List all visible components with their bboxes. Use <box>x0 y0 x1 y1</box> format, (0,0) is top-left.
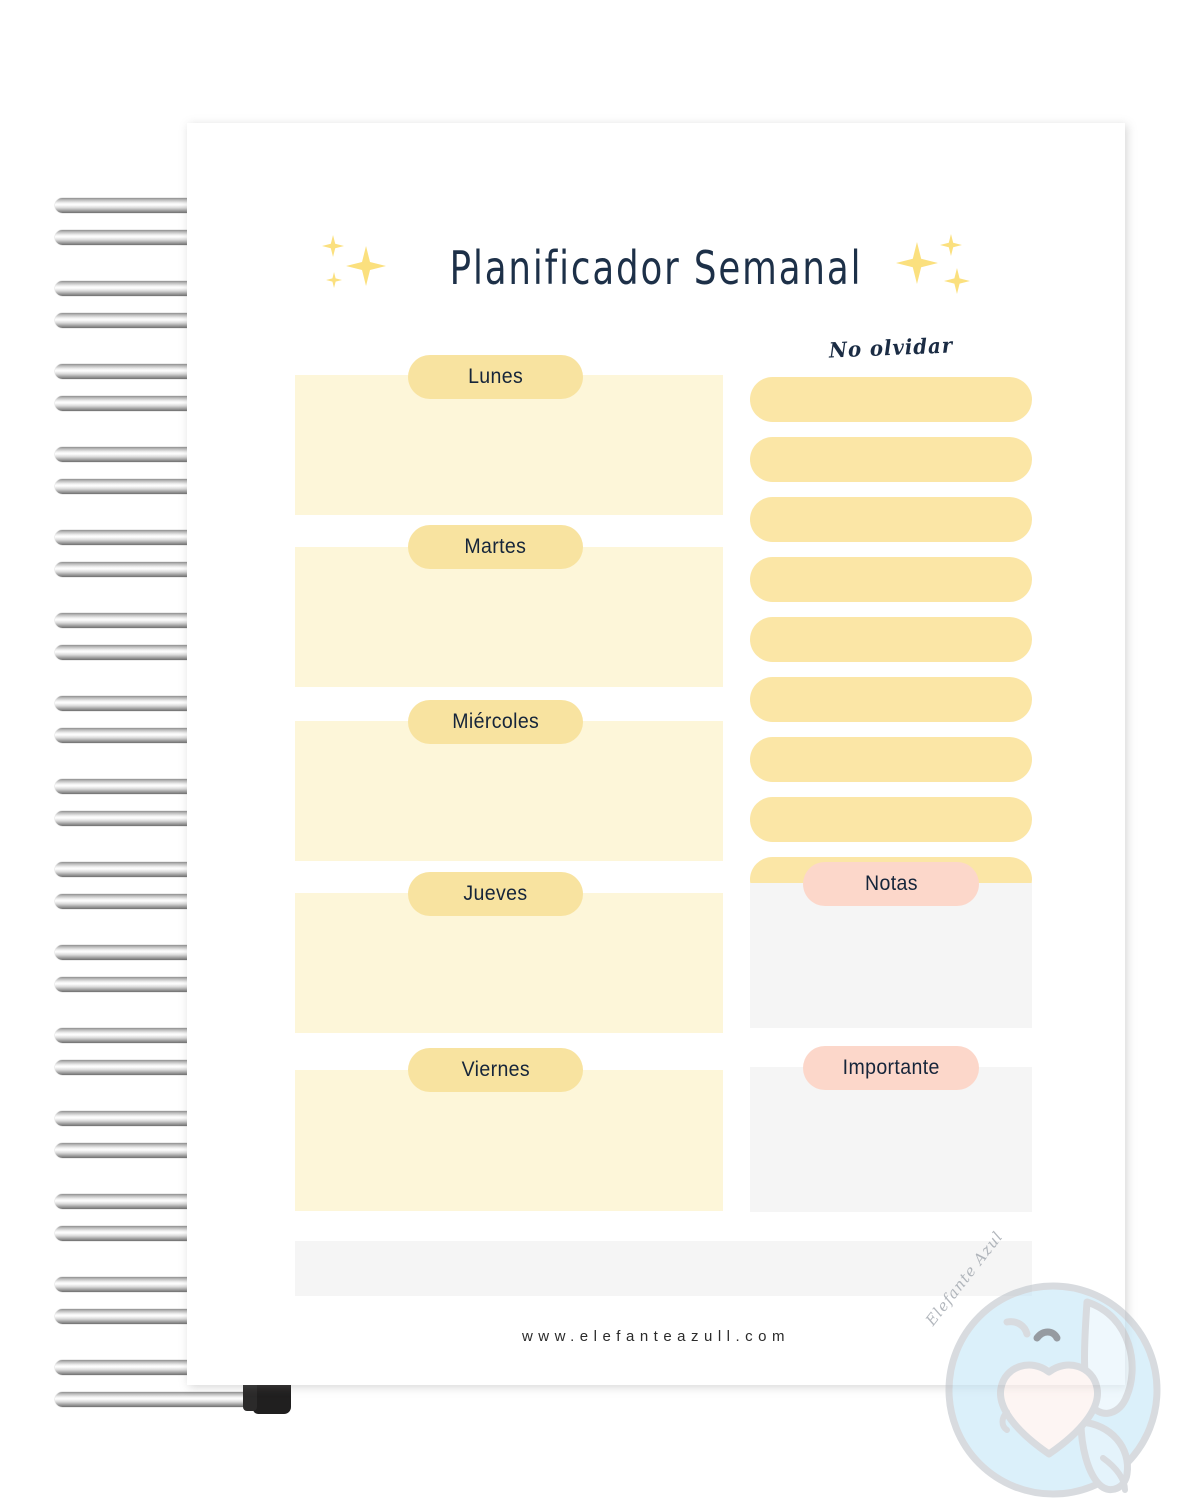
bottom-note-bar[interactable] <box>295 1241 1032 1296</box>
day-label-pill: Viernes <box>408 1048 583 1092</box>
page-title: Planificador Semanal <box>449 241 863 295</box>
day-writing-area[interactable] <box>295 893 723 1033</box>
footer-url: www.elefanteazull.com <box>521 1328 791 1345</box>
day-label: Miércoles <box>452 710 539 733</box>
no-olvidar-item-bar[interactable] <box>750 497 1032 542</box>
day-label-pill: Jueves <box>408 872 583 916</box>
no-olvidar-item-bar[interactable] <box>750 797 1032 842</box>
no-olvidar-item-bar[interactable] <box>750 677 1032 722</box>
day-writing-area[interactable] <box>295 547 723 687</box>
day-label: Viernes <box>461 1058 530 1081</box>
day-label: Jueves <box>463 882 528 905</box>
sparkle-icon-left <box>320 232 416 304</box>
day-writing-area[interactable] <box>295 721 723 861</box>
no-olvidar-item-bar[interactable] <box>750 377 1032 422</box>
day-label: Martes <box>464 535 527 558</box>
no-olvidar-heading: No olvidar <box>828 332 954 363</box>
panel-label-pill: Importante <box>803 1046 979 1090</box>
no-olvidar-item-bar[interactable] <box>750 437 1032 482</box>
sparkle-shape <box>326 272 343 288</box>
day-label: Lunes <box>467 365 524 388</box>
page-header: Planificador Semanal <box>187 228 1125 308</box>
day-writing-area[interactable] <box>295 1070 723 1211</box>
day-label-pill: Martes <box>408 525 583 569</box>
panel-label: Notas <box>864 872 918 895</box>
panel-writing-area[interactable] <box>750 1067 1032 1212</box>
no-olvidar-item-bar[interactable] <box>750 737 1032 782</box>
sparkle-shape <box>895 242 938 284</box>
sparkle-shape <box>322 235 345 257</box>
day-label-pill: Lunes <box>408 355 583 399</box>
sparkle-icon-right <box>895 232 992 304</box>
no-olvidar-item-bar[interactable] <box>750 557 1032 602</box>
panel-label: Importante <box>842 1056 940 1079</box>
sparkle-shape <box>943 268 970 294</box>
day-label-pill: Miércoles <box>408 700 583 744</box>
panel-label-pill: Notas <box>803 862 979 906</box>
sparkle-shape <box>346 246 387 286</box>
no-olvidar-item-bar[interactable] <box>750 617 1032 662</box>
panel-writing-area[interactable] <box>750 883 1032 1028</box>
sparkle-shape <box>939 234 962 256</box>
